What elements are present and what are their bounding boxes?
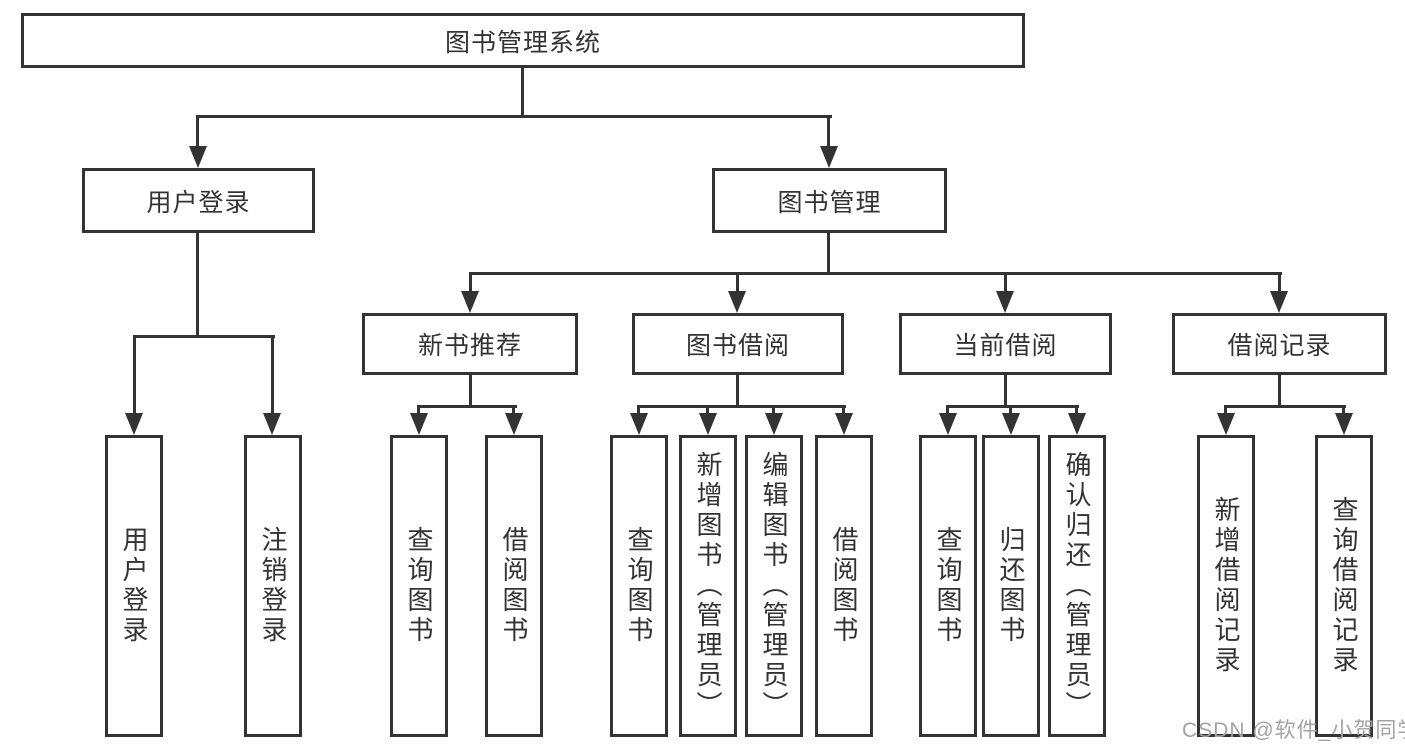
node-current-borrow: 当前借阅 (899, 313, 1112, 375)
connector-vline (736, 272, 739, 292)
connector-vline (417, 405, 420, 415)
connector-vline (196, 231, 199, 338)
leaf-borrow-query-books-label: 查询图书 (624, 526, 654, 646)
arrow-down-icon (1217, 413, 1235, 435)
connector-vline (521, 66, 524, 118)
leaf-records-query-record: 查询借阅记录 (1315, 435, 1373, 737)
node-borrow-records: 借阅记录 (1172, 313, 1387, 375)
leaf-logout: 注销登录 (244, 435, 302, 737)
node-new-book-recommend: 新书推荐 (362, 313, 578, 375)
leaf-current-confirm-return-admin: 确认归还（管理员） (1048, 435, 1106, 737)
connector-hline (196, 115, 832, 118)
connector-vline (842, 405, 845, 415)
leaf-recommend-borrow-books-label: 借阅图书 (499, 526, 529, 646)
arrow-down-icon (835, 413, 853, 435)
connector-vline (637, 405, 640, 415)
connector-hline (1224, 405, 1346, 408)
node-user-login-label: 用户登录 (146, 188, 251, 217)
arrow-down-icon (630, 413, 648, 435)
connector-vline (271, 335, 274, 413)
leaf-recommend-borrow-books: 借阅图书 (485, 435, 543, 737)
connector-vline (1278, 272, 1281, 292)
arrow-down-icon (699, 413, 717, 435)
leaf-borrow-edit-books-admin-label: 编辑图书（管理员） (759, 451, 789, 721)
node-borrow-records-label: 借阅记录 (1227, 332, 1332, 360)
leaf-records-add-record: 新增借阅记录 (1197, 435, 1255, 737)
connector-vline (736, 373, 739, 408)
connector-hline (133, 335, 275, 338)
node-new-book-recommend-label: 新书推荐 (417, 332, 522, 360)
connector-hline (469, 272, 1282, 275)
leaf-borrow-borrow-books: 借阅图书 (815, 435, 873, 737)
connector-vline (1004, 373, 1007, 408)
arrow-down-icon (125, 413, 143, 435)
connector-vline (827, 231, 830, 275)
arrow-down-icon (939, 413, 957, 435)
node-book-management: 图书管理 (712, 168, 947, 233)
connector-vline (1224, 405, 1227, 415)
leaf-records-add-record-label: 新增借阅记录 (1211, 496, 1241, 676)
leaf-recommend-query-books-label: 查询图书 (404, 526, 434, 646)
node-user-login: 用户登录 (82, 168, 315, 233)
arrow-down-icon (263, 413, 281, 435)
arrow-down-icon (1068, 413, 1086, 435)
connector-hline (946, 405, 1079, 408)
node-book-management-label: 图书管理 (777, 188, 882, 217)
connector-vline (512, 405, 515, 415)
connector-vline (706, 405, 709, 415)
leaf-borrow-edit-books-admin: 编辑图书（管理员） (745, 435, 803, 737)
arrow-down-icon (461, 291, 479, 313)
leaf-current-return-books-label: 归还图书 (996, 526, 1026, 646)
arrow-down-icon (996, 291, 1014, 313)
arrow-down-icon (728, 291, 746, 313)
node-book-borrow: 图书借阅 (632, 313, 844, 375)
arrow-down-icon (189, 146, 207, 168)
connector-hline (417, 405, 517, 408)
node-current-borrow-label: 当前借阅 (953, 332, 1058, 360)
leaf-current-return-books: 归还图书 (982, 435, 1040, 737)
arrow-down-icon (410, 413, 428, 435)
leaf-user-login: 用户登录 (105, 435, 163, 737)
connector-vline (133, 335, 136, 413)
leaf-borrow-add-books-admin-label: 新增图书（管理员） (693, 451, 723, 721)
leaf-records-query-record-label: 查询借阅记录 (1329, 496, 1359, 676)
node-root-system: 图书管理系统 (21, 13, 1025, 68)
connector-vline (469, 373, 472, 408)
connector-vline (827, 115, 830, 147)
csdn-watermark: CSDN @软件_小贺同学 (1182, 719, 1405, 742)
leaf-user-login-label: 用户登录 (119, 526, 149, 646)
arrow-down-icon (765, 413, 783, 435)
arrow-down-icon (1002, 413, 1020, 435)
node-book-borrow-label: 图书借阅 (685, 332, 790, 360)
connector-vline (1009, 405, 1012, 415)
arrow-down-icon (820, 146, 838, 168)
connector-vline (772, 405, 775, 415)
leaf-borrow-query-books: 查询图书 (610, 435, 668, 737)
connector-vline (1278, 373, 1281, 408)
leaf-borrow-borrow-books-label: 借阅图书 (829, 526, 859, 646)
leaf-logout-label: 注销登录 (258, 526, 288, 646)
connector-vline (196, 115, 199, 147)
arrow-down-icon (1270, 291, 1288, 313)
leaf-current-confirm-return-admin-label: 确认归还（管理员） (1062, 451, 1092, 721)
connector-vline (469, 272, 472, 292)
connector-vline (1075, 405, 1078, 415)
leaf-current-query-books: 查询图书 (919, 435, 977, 737)
leaf-recommend-query-books: 查询图书 (390, 435, 448, 737)
connector-hline (637, 405, 846, 408)
arrow-down-icon (505, 413, 523, 435)
connector-vline (946, 405, 949, 415)
node-root-label: 图书管理系统 (444, 28, 601, 57)
connector-vline (1342, 405, 1345, 415)
leaf-borrow-add-books-admin: 新增图书（管理员） (679, 435, 737, 737)
arrow-down-icon (1335, 413, 1353, 435)
connector-vline (1004, 272, 1007, 292)
leaf-current-query-books-label: 查询图书 (933, 526, 963, 646)
